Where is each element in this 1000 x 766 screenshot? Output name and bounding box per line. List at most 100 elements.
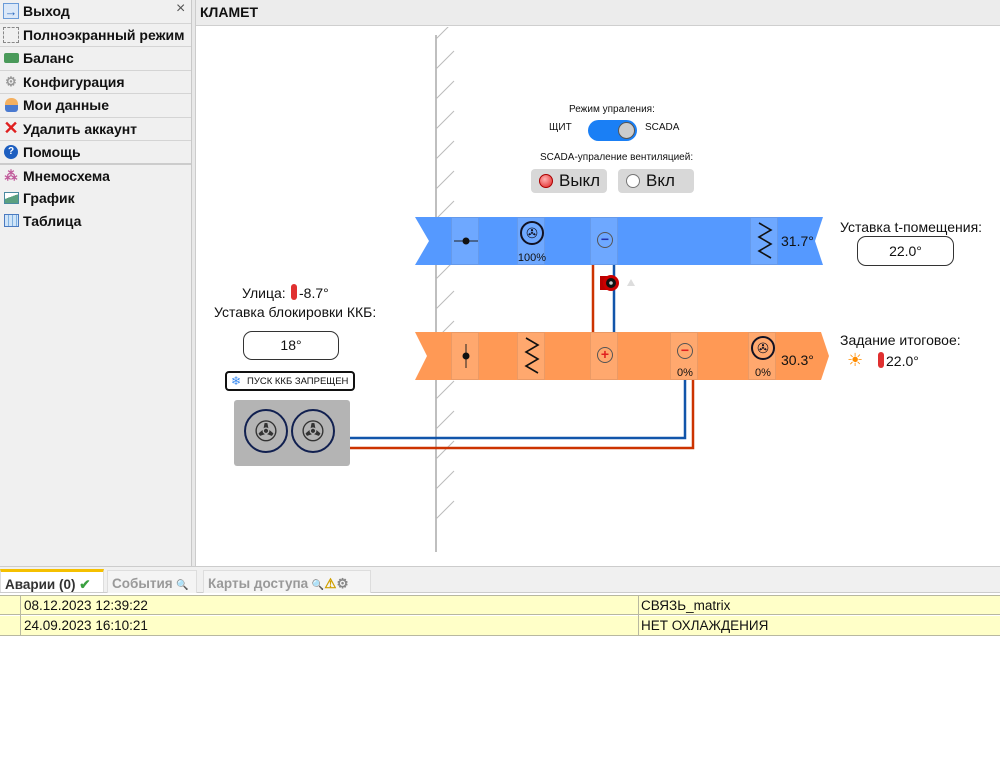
thermometer-icon (291, 284, 297, 300)
heater-coil-icon (757, 222, 773, 259)
tab-events[interactable]: События 🔍 (107, 570, 197, 593)
sidebar-item-my-data[interactable]: Мои данные (0, 94, 191, 118)
user-icon (3, 97, 19, 113)
scada-vent-label: SCADA-упраление вентиляцией: (540, 152, 694, 163)
table-row[interactable]: 24.09.2023 16:10:21 НЕТ ОХЛАЖДЕНИЯ (0, 616, 1000, 636)
tab-label: Карты доступа (208, 576, 309, 591)
chart-icon (3, 190, 19, 206)
mode-scada-label: SCADA (645, 122, 680, 133)
supply-temp: 31.7° (781, 233, 814, 249)
supply-duct (415, 217, 823, 265)
events-panel: Аварии (0) ✔ События 🔍 Карты доступа 🔍⚠⚙… (0, 566, 1000, 766)
sidebar-item-label: Конфигурация (23, 73, 125, 90)
events-tabs: Аварии (0) ✔ События 🔍 Карты доступа 🔍⚠⚙ (0, 567, 1000, 593)
wall-hatch (435, 27, 455, 520)
exhaust-valve-percent: 0% (677, 367, 693, 379)
row-time: 24.09.2023 16:10:21 (24, 618, 148, 633)
street-label: Улица: (242, 285, 286, 301)
row-text: СВЯЗЬ_matrix (638, 596, 730, 616)
sidebar-item-exit[interactable]: →Выход (0, 0, 191, 24)
gear-icon: ⚙ (336, 576, 349, 591)
sidebar-item-label: Помощь (23, 143, 81, 160)
condenser-unit[interactable]: ✇✇ (234, 400, 350, 466)
thermometer-icon (878, 352, 884, 368)
exhaust-duct (415, 332, 829, 380)
sun-icon: ☀ (847, 350, 864, 370)
kkb-status-badge: ❄ПУСК ККБ ЗАПРЕЩЕН (225, 371, 355, 391)
room-setpoint-input[interactable]: 22.0° (857, 236, 954, 266)
sidebar-item-label: Выход (23, 3, 70, 20)
hatch-line (435, 27, 449, 40)
fullscreen-icon (3, 26, 19, 43)
sidebar-item-label: Мнемосхема (23, 167, 110, 184)
vent-on-label: Вкл (646, 171, 675, 190)
diagram-icon: ⁂ (4, 167, 18, 183)
sidebar-item-label: Мои данные (23, 97, 110, 114)
fan-icon: ✇ (520, 221, 544, 245)
hatch-line (435, 170, 455, 190)
radio-icon (539, 174, 553, 188)
kkb-status-text: ПУСК ККБ ЗАПРЕЩЕН (247, 376, 349, 387)
exhaust-cool-valve[interactable]: − 0% (670, 332, 698, 380)
exhaust-heat-valve[interactable]: + (590, 332, 618, 380)
exhaust-heater[interactable] (517, 332, 545, 380)
sidebar-item-config[interactable]: ⚙ Конфигурация (0, 71, 191, 94)
sidebar-item-chart[interactable]: График (0, 187, 191, 210)
pipe-hot-kkb (350, 380, 695, 450)
vent-off-button[interactable]: Выкл (531, 169, 607, 193)
tab-label: Аварии (0) (5, 577, 76, 592)
exhaust-fan[interactable]: ✇ 0% (748, 332, 776, 380)
sidebar-item-fullscreen[interactable]: Полноэкранный режим (0, 24, 191, 47)
sidebar-item-help[interactable]: ?Помощь (0, 141, 191, 165)
minus-icon: − (597, 232, 613, 248)
search-icon: 🔍 (311, 580, 325, 591)
sidebar-item-balance[interactable]: Баланс (0, 47, 191, 71)
supply-fan[interactable]: ✇ 100% (517, 217, 546, 265)
street-temp: -8.7° (299, 285, 329, 301)
sidebar-item-label: Таблица (23, 212, 82, 229)
sidebar-item-table[interactable]: Таблица (0, 210, 191, 233)
supply-damper[interactable] (451, 217, 479, 265)
supply-cooler[interactable]: − (590, 217, 618, 265)
mode-shield-label: ЩИТ (549, 122, 572, 133)
plus-icon: + (597, 347, 613, 363)
pump-icon (600, 275, 635, 291)
warning-icon: ⚠ (324, 576, 337, 591)
sidebar-item-label: Удалить аккаунт (23, 120, 138, 137)
svg-text:✇: ✇ (757, 340, 769, 356)
supply-heater[interactable] (750, 217, 778, 265)
pipe-cold-kkb (350, 380, 687, 440)
supply-fan-percent: 100% (517, 252, 547, 264)
kkb-block-input[interactable]: 18° (243, 331, 339, 360)
room-setpoint-label: Уставка t-помещения: (840, 219, 983, 235)
final-task-label: Задание итоговое: (840, 332, 961, 348)
sidebar: →Выход Полноэкранный режим Баланс ⚙ Конфи… (0, 0, 192, 566)
hatch-line (435, 200, 455, 220)
hatch-line (435, 50, 455, 70)
sidebar-splitter[interactable] (192, 0, 196, 566)
gear-icon: ⚙ (5, 73, 17, 89)
hatch-line (435, 380, 455, 400)
svg-text:✇: ✇ (526, 225, 538, 241)
vent-on-button[interactable]: Вкл (618, 169, 694, 193)
check-icon: ✔ (79, 577, 91, 592)
exhaust-damper[interactable] (451, 332, 479, 380)
exhaust-temp: 30.3° (781, 352, 814, 368)
sidebar-item-label: Полноэкранный режим (23, 26, 185, 43)
mnemo-diagram: Режим упраления: ЩИТ SCADA SCADA-упрален… (197, 27, 1000, 566)
minus-icon: − (677, 343, 693, 359)
close-icon[interactable]: × (176, 0, 186, 17)
control-mode-toggle[interactable] (588, 120, 637, 141)
heater-coil-icon (524, 337, 540, 374)
sidebar-item-delete-account[interactable]: ✕Удалить аккаунт (0, 118, 191, 141)
hatch-line (435, 290, 455, 310)
exhaust-fan-percent: 0% (755, 367, 771, 379)
delete-icon: ✕ (3, 118, 19, 139)
tab-access-cards[interactable]: Карты доступа 🔍⚠⚙ (203, 570, 371, 593)
row-text: НЕТ ОХЛАЖДЕНИЯ (638, 616, 768, 636)
tab-alarms[interactable]: Аварии (0) ✔ (0, 569, 104, 592)
sidebar-item-mnemo[interactable]: ⁂ Мнемосхема (0, 165, 191, 188)
balance-icon (3, 50, 19, 66)
hatch-line (435, 410, 455, 430)
